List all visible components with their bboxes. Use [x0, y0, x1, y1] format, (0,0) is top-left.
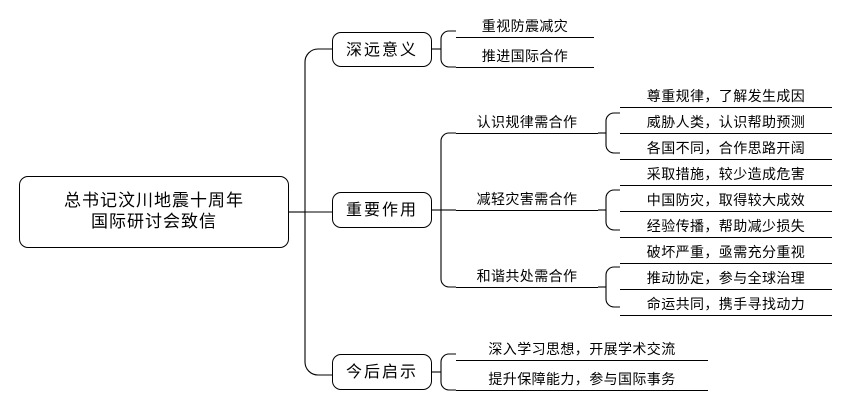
leaf-item[interactable]: 经验传播，帮助减少损失 — [620, 212, 832, 238]
branch-label: 今后启示 — [345, 362, 418, 382]
leaf-item[interactable]: 深入学习思想，开展学术交流 — [456, 335, 708, 361]
branch-label: 深远意义 — [345, 39, 418, 59]
branch-node-jinhouqishi[interactable]: 今后启示 — [332, 354, 432, 390]
sub-b-bracket — [605, 189, 620, 231]
leaf-item[interactable]: 重视防震减灾 — [456, 12, 594, 38]
branch0-bracket — [440, 30, 456, 68]
branch-node-shenyuanyiyi[interactable]: 深远意义 — [332, 32, 432, 67]
subbranch-label-renshi[interactable]: 认识规律需合作 — [456, 108, 598, 134]
leaf-item[interactable]: 中国防灾，取得较大成效 — [620, 186, 832, 212]
leaf-item[interactable]: 提升保障能力，参与国际事务 — [456, 365, 708, 391]
root-line-1: 总书记汶川地震十周年 — [64, 191, 244, 212]
subbranch-label-hexie[interactable]: 和谐共处需合作 — [456, 262, 598, 288]
leaf-item[interactable]: 推进国际合作 — [456, 42, 594, 68]
leaf-item[interactable]: 命运共同，携手寻找动力 — [620, 290, 832, 316]
leaf-item[interactable]: 破坏严重，亟需充分重视 — [620, 238, 832, 264]
sub-a-bracket — [605, 112, 620, 154]
sub-c-bracket — [605, 266, 620, 308]
root-line-2: 国际研讨会致信 — [91, 212, 217, 232]
leaf-item[interactable]: 推动协定，参与全球治理 — [620, 264, 832, 290]
branch-node-zhongyaozuoyong[interactable]: 重要作用 — [332, 192, 432, 228]
leaf-item[interactable]: 威胁人类，认识帮助预测 — [620, 108, 832, 134]
branch2-bracket — [440, 353, 456, 391]
branch-label: 重要作用 — [345, 200, 418, 220]
root-node[interactable]: 总书记汶川地震十周年 国际研讨会致信 — [19, 176, 289, 248]
leaf-item[interactable]: 各国不同，合作思路开阔 — [620, 134, 832, 160]
leaf-item[interactable]: 采取措施，较少造成危害 — [620, 160, 832, 186]
leaf-item[interactable]: 尊重规律，了解发生成因 — [620, 82, 832, 108]
subbranch-label-jianqing[interactable]: 减轻灾害需合作 — [456, 185, 598, 211]
